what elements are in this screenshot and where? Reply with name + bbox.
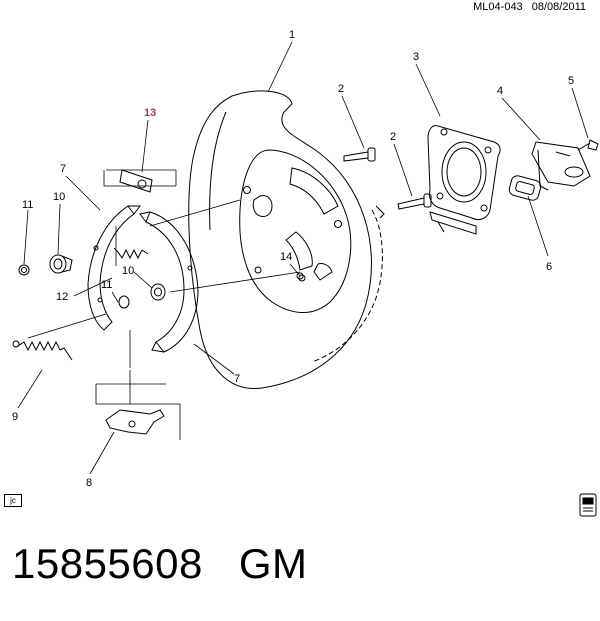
callout-2-upper: 2 [338, 83, 344, 95]
corner-tag: jc [4, 494, 22, 507]
actuator-lever-8 [105, 409, 165, 435]
hold-down-spring-11b [118, 295, 130, 309]
return-spring [113, 247, 149, 260]
callout-3: 3 [413, 51, 419, 63]
callout-9: 9 [12, 411, 18, 423]
grommet [508, 175, 542, 201]
callouts: 1 2 2 3 4 5 6 7 7 8 9 10 10 11 11 12 13 … [12, 29, 574, 489]
callout-7-lower: 7 [234, 373, 240, 385]
guide-lines [27, 169, 301, 440]
diagram-date: 08/08/2011 [531, 1, 586, 13]
callout-2-lower: 2 [390, 131, 396, 143]
callout-6: 6 [546, 261, 552, 273]
callout-11-left: 11 [22, 199, 33, 211]
diagram-code: ML04-043 [473, 1, 523, 13]
hold-down-cup-10a [49, 254, 73, 274]
callout-1: 1 [289, 29, 295, 41]
part-footer: 15855608 GM [12, 540, 308, 588]
bolt-lower [397, 193, 432, 210]
pin-14 [298, 274, 306, 282]
callout-14: 14 [280, 251, 292, 263]
bolt-upper [343, 147, 376, 162]
device-icon [579, 493, 597, 517]
adjuster-screw-13 [119, 169, 153, 193]
leader-lines [17, 41, 589, 475]
brand-name: GM [238, 540, 308, 587]
adjuster-spring-9 [12, 340, 73, 361]
mounting-bracket [531, 141, 591, 191]
brake-shoe-left [87, 205, 141, 331]
callout-4: 4 [497, 85, 503, 97]
callout-5: 5 [568, 75, 574, 87]
callout-10-left: 10 [53, 191, 65, 203]
gasket-plate [427, 125, 501, 235]
brake-shoe-right [139, 211, 199, 353]
callout-12: 12 [56, 291, 68, 303]
backing-plate [188, 90, 385, 389]
diagram-header: ML04-043 08/08/2011 [473, 1, 586, 13]
callout-10-right: 10 [122, 265, 134, 277]
callout-8: 8 [86, 477, 92, 489]
screw [577, 139, 599, 151]
callout-13: 13 [144, 107, 156, 119]
part-number: 15855608 [12, 540, 203, 587]
callout-7-upper: 7 [60, 163, 66, 175]
hold-down-spring-11a [18, 264, 30, 276]
hold-down-cup-10b [150, 283, 166, 301]
callout-11-right: 11 [101, 279, 112, 291]
